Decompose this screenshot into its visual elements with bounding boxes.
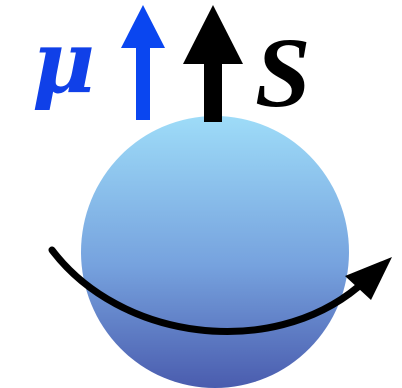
magnetic-moment-arrow bbox=[121, 5, 165, 120]
spin-arrow bbox=[183, 5, 243, 122]
spin-label: S bbox=[255, 17, 311, 128]
magnetic-moment-label: μ bbox=[32, 12, 95, 113]
particle-sphere bbox=[81, 116, 349, 388]
